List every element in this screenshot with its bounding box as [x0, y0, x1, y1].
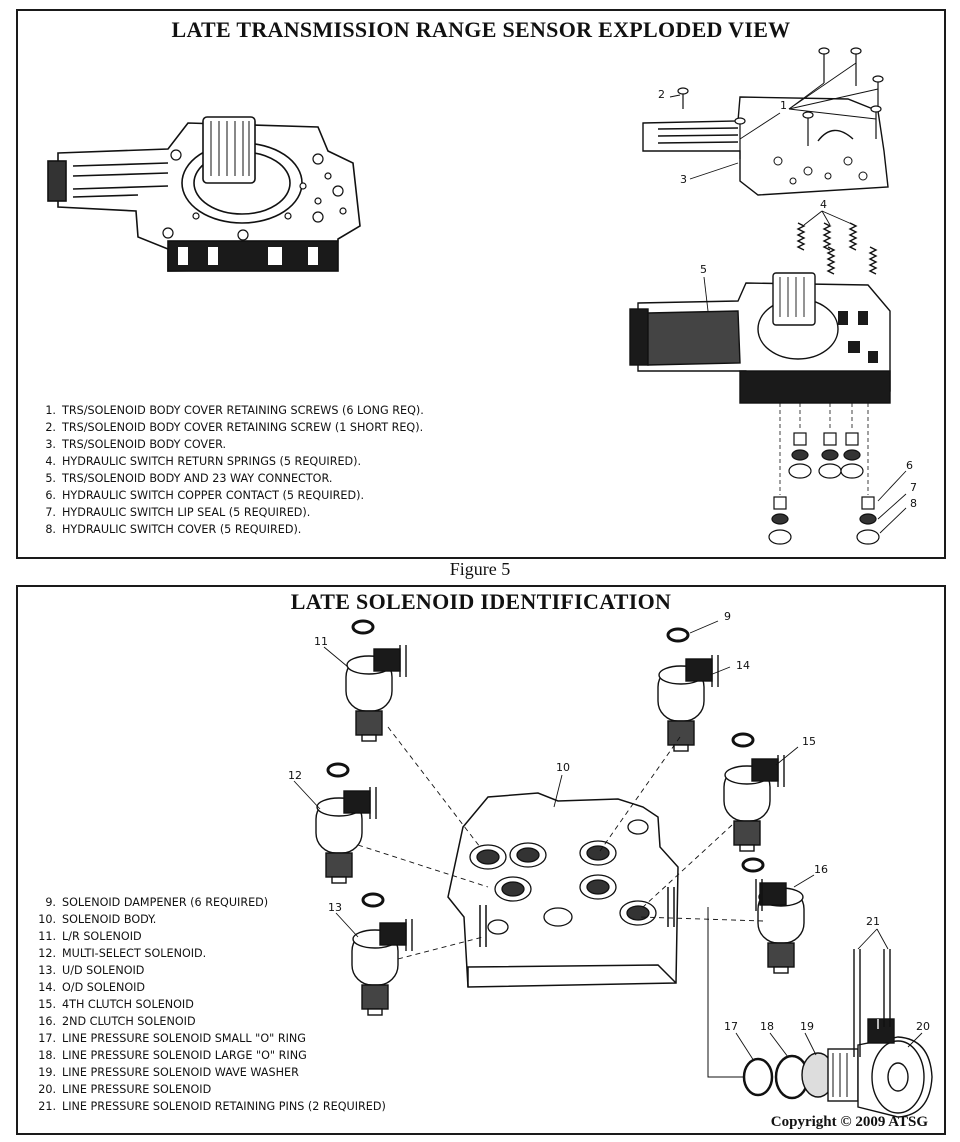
callout-13: 13	[328, 901, 342, 914]
callout-3: 3	[680, 173, 687, 186]
callout-1: 1	[780, 99, 787, 112]
solenoid-identification-title: LATE SOLENOID IDENTIFICATION	[290, 589, 672, 614]
4th-clutch-solenoid	[723, 755, 785, 852]
copyright-notice: Copyright © 2009 ATSG	[770, 1114, 928, 1130]
callout-8: 8	[910, 497, 917, 510]
solenoid-identification-diagram: 9 10 11 12 13 14 15 16 17 18 19 20 21	[288, 610, 933, 1118]
legend-item: 13.U/D SOLENOID	[38, 964, 145, 977]
legend-item: 4.HYDRAULIC SWITCH RETURN SPRINGS (5 REQ…	[45, 455, 362, 468]
callout-9: 9	[724, 610, 731, 623]
callout-4: 4	[820, 198, 827, 211]
legend-item: 15.4TH CLUTCH SOLENOID	[38, 998, 194, 1011]
callout-20: 20	[916, 1020, 930, 1033]
callout-2: 2	[658, 88, 665, 101]
solenoid-identification-panel: LATE SOLENOID IDENTIFICATION	[16, 585, 946, 1135]
legend-item: 18.LINE PRESSURE SOLENOID LARGE "O" RING	[38, 1049, 307, 1062]
short-retaining-screw	[677, 87, 689, 109]
solenoid-dampeners	[326, 619, 765, 908]
legend-item: 7.HYDRAULIC SWITCH LIP SEAL (5 REQUIRED)…	[45, 506, 311, 519]
solenoid-icons	[315, 645, 805, 1016]
legend-item: 6.HYDRAULIC SWITCH COPPER CONTACT (5 REQ…	[45, 489, 365, 502]
legend-item: 16.2ND CLUTCH SOLENOID	[38, 1015, 196, 1028]
solenoid-legend: 9.SOLENOID DAMPENER (6 REQUIRED) 10.SOLE…	[18, 894, 386, 1115]
trs-solenoid-body	[629, 272, 891, 404]
callout-11: 11	[314, 635, 328, 648]
hydraulic-switch-springs	[796, 222, 878, 275]
callout-21: 21	[866, 915, 880, 928]
exploded-view-legend: 1.TRS/SOLENOID BODY COVER RETAINING SCRE…	[18, 402, 424, 538]
callout-16: 16	[814, 863, 828, 876]
assembled-trs-unit	[47, 116, 361, 272]
legend-item: 5.TRS/SOLENOID BODY AND 23 WAY CONNECTOR…	[45, 472, 333, 485]
trs-solenoid-body-cover	[642, 96, 889, 196]
legend-item: 11.L/R SOLENOID	[38, 930, 142, 943]
multi-select-solenoid	[315, 787, 377, 884]
cover-retaining-screws	[734, 47, 884, 159]
legend-item: 3.TRS/SOLENOID BODY COVER.	[45, 438, 227, 451]
legend-item: 8.HYDRAULIC SWITCH COVER (5 REQUIRED).	[45, 523, 302, 536]
hydraulic-switch-parts	[768, 432, 880, 545]
callout-5: 5	[700, 263, 707, 276]
od-solenoid	[657, 655, 719, 752]
callout-7: 7	[910, 481, 917, 494]
callout-10: 10	[556, 761, 570, 774]
exploded-view-title: LATE TRANSMISSION RANGE SENSOR EXPLODED …	[171, 17, 791, 42]
callout-15: 15	[802, 735, 816, 748]
callout-14: 14	[736, 659, 750, 672]
solenoid-body	[447, 792, 679, 988]
callout-18: 18	[760, 1020, 774, 1033]
2nd-clutch-solenoid	[755, 879, 805, 974]
figure-caption: Figure 5	[449, 559, 511, 579]
legend-item: 1.TRS/SOLENOID BODY COVER RETAINING SCRE…	[45, 404, 424, 417]
callout-19: 19	[800, 1020, 814, 1033]
legend-item: 10.SOLENOID BODY.	[38, 913, 157, 926]
legend-item: 14.O/D SOLENOID	[38, 981, 146, 994]
assembly-path	[707, 907, 744, 1078]
legend-item: 19.LINE PRESSURE SOLENOID WAVE WASHER	[38, 1066, 299, 1079]
ud-solenoid	[351, 919, 413, 1016]
callout-17: 17	[724, 1020, 738, 1033]
callout-12: 12	[288, 769, 302, 782]
line-pressure-solenoid-assembly	[742, 949, 933, 1118]
legend-item: 12.MULTI-SELECT SOLENOID.	[38, 947, 207, 960]
exploded-view-panel: LATE TRANSMISSION RANGE SENSOR EXPLODED …	[16, 9, 946, 559]
legend-item: 20.LINE PRESSURE SOLENOID	[38, 1083, 212, 1096]
legend-item: 9.SOLENOID DAMPENER (6 REQUIRED)	[45, 896, 269, 909]
legend-item: 21.LINE PRESSURE SOLENOID RETAINING PINS…	[38, 1100, 386, 1113]
legend-item: 2.TRS/SOLENOID BODY COVER RETAINING SCRE…	[45, 421, 424, 434]
exploded-view-diagram: 1 2 3 4 5 6 7 8	[47, 47, 917, 545]
legend-item: 17.LINE PRESSURE SOLENOID SMALL "O" RING	[38, 1032, 306, 1045]
callout-6: 6	[906, 459, 913, 472]
lr-solenoid	[345, 645, 407, 742]
